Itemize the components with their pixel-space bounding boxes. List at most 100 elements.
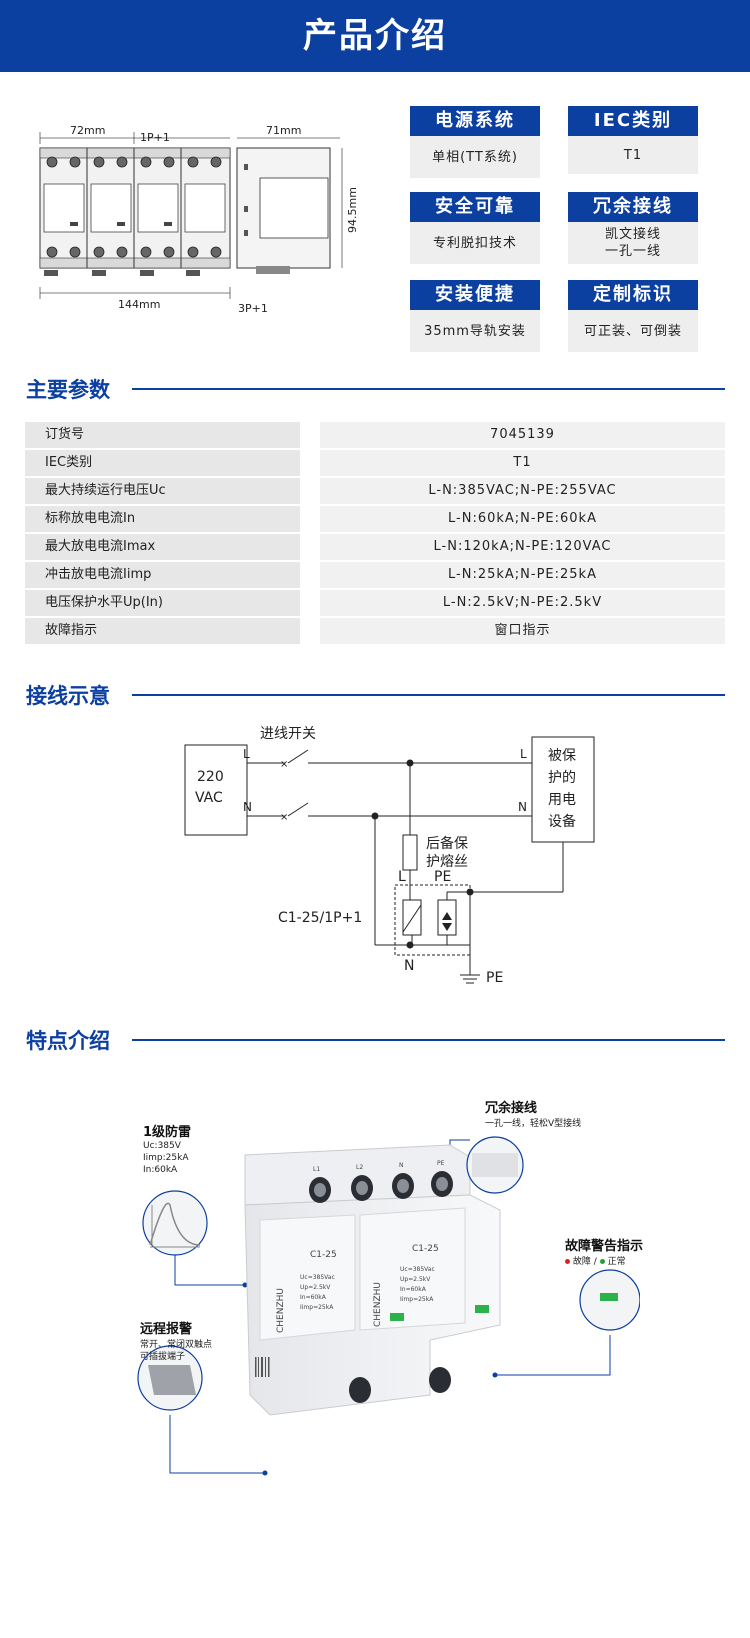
tag-body-text: T1 <box>623 147 643 163</box>
dim-94-5mm: 94.5mm <box>346 187 359 233</box>
tag-head-power: 电源系统 <box>410 106 540 136</box>
wiring-fuse-label: 后备保 <box>426 835 468 852</box>
param-value: L-N:120kA;N-PE:120VAC <box>320 534 725 560</box>
product-spec: Up=2.5kV <box>300 1284 331 1291</box>
param-key: 最大放电电流Imax <box>25 534 300 560</box>
feature-sub-lightning: Uc:385V Iimp:25kA In:60kA <box>143 1140 189 1176</box>
product-spec: Iimp=25kA <box>300 1304 334 1311</box>
wiring-device-label: 设备 <box>548 813 576 830</box>
terminal-label: L1 <box>313 1166 320 1173</box>
param-key: IEC类别 <box>25 450 300 476</box>
feature-sub-remote: 常开、常闭双触点 可插拔端子 <box>140 1339 212 1363</box>
table-row: IEC类别 T1 <box>25 450 725 476</box>
section-divider <box>132 694 725 696</box>
ok-dot-icon <box>599 1259 605 1264</box>
tag-body-text: 一孔一线 <box>604 244 661 259</box>
feature-title-redundant: 冗余接线 <box>485 1101 538 1116</box>
param-key: 标称放电电流In <box>25 506 300 532</box>
terminal-label: L2 <box>356 1164 363 1171</box>
wiring-device-label: 用电 <box>548 792 576 808</box>
table-row: 订货号 7045139 <box>25 422 725 448</box>
svg-text:×: × <box>280 759 288 770</box>
param-value: T1 <box>320 450 725 476</box>
param-key: 最大持续运行电压Uc <box>25 478 300 504</box>
tag-head-safety: 安全可靠 <box>410 192 540 222</box>
tag-body-redundant: 凯文接线一孔一线 <box>568 222 698 264</box>
product-illustration: CHENZHU CHENZHU C1-25 C1-25 Uc=385Vac Up… <box>137 1136 640 1476</box>
dim-3p1: 3P+1 <box>238 302 268 315</box>
feature-sub-line: 可插拔端子 <box>140 1352 186 1362</box>
wiring-switch-label: 进线开关 <box>260 726 316 742</box>
fault-dot-icon <box>565 1259 570 1264</box>
feature-title-remote: 远程报警 <box>140 1322 193 1337</box>
dim-71mm: 71mm <box>266 124 301 137</box>
tag-body-text: 可正装、可倒装 <box>583 323 682 339</box>
param-value: L-N:25kA;N-PE:25kA <box>320 562 725 588</box>
table-row: 电压保护水平Up(In) L-N:2.5kV;N-PE:2.5kV <box>25 590 725 616</box>
product-spec: Uc=385Vac <box>400 1266 435 1273</box>
feature-sub-line: In:60kA <box>143 1165 178 1175</box>
param-value: L-N:2.5kV;N-PE:2.5kV <box>320 590 725 616</box>
tag-body-custom: 可正装、可倒装 <box>568 310 698 352</box>
dim-144mm: 144mm <box>118 298 160 311</box>
terminal-label: N <box>399 1162 404 1169</box>
tag-body-iec: T1 <box>568 136 698 174</box>
wiring-source-v: 220 <box>197 769 224 785</box>
product-spec: In=60kA <box>300 1294 327 1301</box>
section-divider <box>132 388 725 390</box>
wiring-label-L: L <box>398 869 406 885</box>
tag-body-safety: 专利脱扣技术 <box>410 222 540 264</box>
wiring-model-label: C1-25/1P+1 <box>278 910 362 926</box>
wiring-label-N: N <box>518 800 527 814</box>
wiring-fuse-label: 护熔丝 <box>426 854 468 870</box>
wiring-label-PE: PE <box>434 869 451 885</box>
param-value: 7045139 <box>320 422 725 448</box>
tag-body-text: 凯文接线 <box>604 227 661 242</box>
product-spec: Up=2.5kV <box>400 1276 431 1283</box>
section-title-wiring: 接线示意 <box>26 684 110 708</box>
dim-72mm: 72mm <box>70 124 105 137</box>
product-model: C1-25 <box>412 1244 439 1254</box>
product-spec: In=60kA <box>400 1286 427 1293</box>
front-view <box>39 147 231 276</box>
wiring-source-u: VAC <box>195 790 223 806</box>
dim-1p1: 1P+1 <box>140 131 170 144</box>
terminal-label: PE <box>437 1160 445 1167</box>
feature-sub-fault: 故障 / 正常 <box>565 1256 626 1268</box>
tag-body-text: 单相(TT系统) <box>432 149 518 165</box>
ok-label: 正常 <box>607 1257 626 1267</box>
feature-title-lightning: 1级防雷 <box>143 1125 192 1140</box>
tag-body-install: 35mm导轨安装 <box>410 310 540 352</box>
fault-separator: / <box>593 1257 597 1267</box>
table-row: 最大放电电流Imax L-N:120kA;N-PE:120VAC <box>25 534 725 560</box>
table-row: 标称放电电流In L-N:60kA;N-PE:60kA <box>25 506 725 532</box>
tag-head-iec: IEC类别 <box>568 106 698 136</box>
section-divider <box>132 1039 725 1041</box>
param-value: 窗口指示 <box>320 618 725 644</box>
section-title-params: 主要参数 <box>26 378 110 402</box>
product-model: C1-25 <box>310 1250 337 1260</box>
param-key: 订货号 <box>25 422 300 448</box>
feature-sub-line: Uc:385V <box>143 1141 181 1151</box>
product-brand: CHENZHU <box>276 1288 286 1333</box>
svg-text:×: × <box>280 812 288 823</box>
table-row: 故障指示窗口指示 <box>25 618 725 644</box>
wiring-label-PE: PE <box>486 970 503 986</box>
table-row: 最大持续运行电压Uc L-N:385VAC;N-PE:255VAC <box>25 478 725 504</box>
tag-head-install: 安装便捷 <box>410 280 540 310</box>
product-spec: Iimp=25kA <box>400 1296 434 1303</box>
param-value: L-N:385VAC;N-PE:255VAC <box>320 478 725 504</box>
wiring-label-N: N <box>243 800 252 814</box>
product-spec: Uc=385Vac <box>300 1274 335 1281</box>
fault-label: 故障 <box>572 1257 591 1267</box>
tag-body-text: 专利脱扣技术 <box>432 235 517 251</box>
tag-head-custom: 定制标识 <box>568 280 698 310</box>
tag-body-power: 单相(TT系统) <box>410 136 540 178</box>
param-key: 冲击放电电流Iimp <box>25 562 300 588</box>
param-key: 电压保护水平Up(In) <box>25 590 300 616</box>
param-value: L-N:60kA;N-PE:60kA <box>320 506 725 532</box>
tag-head-redundant: 冗余接线 <box>568 192 698 222</box>
dimension-drawing: 72mm 1P+1 71mm <box>39 124 359 315</box>
feature-sub-line: Iimp:25kA <box>143 1153 189 1163</box>
wiring-label-L: L <box>520 747 527 761</box>
